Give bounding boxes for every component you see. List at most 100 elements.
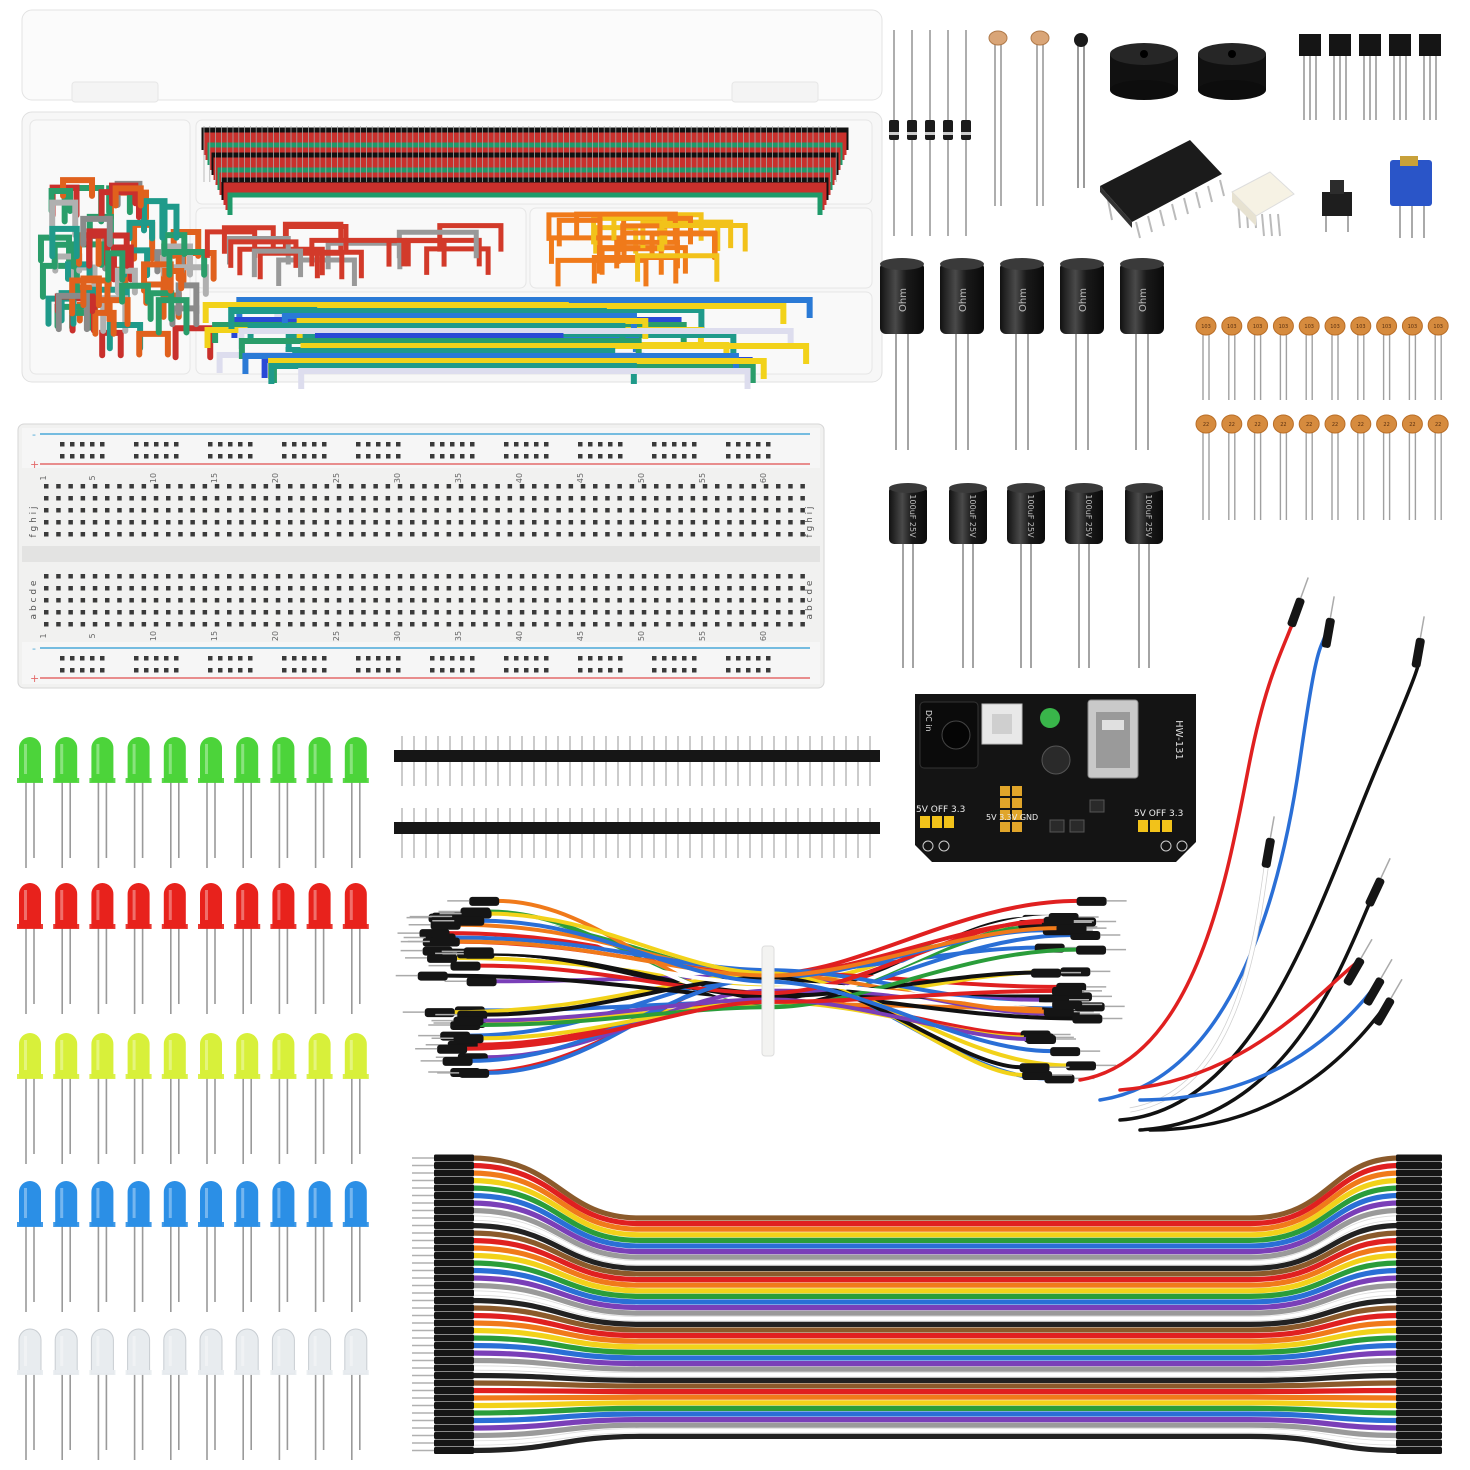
dupont-connector-left — [434, 1274, 474, 1282]
pin-header — [394, 822, 880, 834]
dupont-connector-left — [434, 1184, 474, 1192]
ribbon-wire — [469, 1433, 1401, 1454]
dupont-connector-left — [434, 1207, 474, 1214]
medium-jumper-wire — [314, 249, 364, 279]
long-jumper-wires — [1078, 577, 1425, 1132]
dupont-connector-right — [1396, 1432, 1442, 1439]
ceramic-capacitor — [1195, 316, 1217, 336]
cable-tie — [761, 945, 775, 1057]
capacitor-large — [1000, 262, 1044, 334]
dupont-connector-right — [1396, 1274, 1442, 1282]
breadboard-center-channel — [22, 546, 820, 562]
ribbon-wire — [469, 1357, 1401, 1372]
led-green — [19, 737, 41, 782]
dupont-connector-right — [1396, 1199, 1442, 1207]
header-pin — [1012, 810, 1022, 820]
medium-jumper-wire — [635, 253, 720, 282]
dupont-connector-right — [1396, 1304, 1442, 1312]
led-clear — [90, 1328, 114, 1375]
column-number: 15 — [210, 631, 219, 641]
short-jumper-wire — [55, 292, 90, 333]
dupont-connector-left — [434, 1424, 474, 1432]
ceramic-capacitor — [1298, 414, 1320, 434]
diode — [943, 120, 953, 140]
dc-in-label: DC in — [924, 710, 933, 732]
longest-jumper-wire — [242, 353, 739, 374]
led-red — [163, 883, 186, 928]
ceramic-code: 22 — [1435, 422, 1441, 428]
dupont-connector-left — [434, 1192, 474, 1199]
column-number: 40 — [515, 473, 524, 483]
dupont-connector-right — [1396, 1447, 1442, 1454]
column-number: 45 — [576, 473, 585, 483]
power-supply-module: HW-131 DC in 5V OFF 3.3 5V OFF 3.3 5V 3.… — [915, 694, 1196, 862]
dupont-connector-right — [1396, 1379, 1442, 1387]
diode — [961, 120, 971, 140]
dupont-connector-right — [1396, 1372, 1442, 1379]
capacitor-small — [1125, 486, 1163, 544]
ceramic-capacitors: 1032210322103221032210322103221032210322… — [1195, 316, 1449, 520]
led-green — [91, 737, 114, 782]
led-green — [308, 737, 331, 782]
capacitor-rating: 100uF 25V — [1084, 494, 1093, 538]
dupont-connector-left — [434, 1177, 474, 1184]
column-number: 55 — [698, 631, 707, 641]
dupont-connector-right — [1396, 1259, 1442, 1267]
led-blue — [163, 1181, 186, 1226]
ribbon-wire — [469, 1335, 1401, 1355]
dupont-connector-right — [1396, 1222, 1442, 1229]
ribbon-wire — [469, 1312, 1401, 1339]
male-male-jumper-bundle — [395, 896, 1127, 1084]
column-number: 10 — [149, 631, 158, 641]
led-blue — [344, 1181, 367, 1226]
dupont-connector-right — [1396, 1424, 1442, 1432]
led-green — [55, 737, 78, 782]
short-jumper-wire — [49, 199, 79, 239]
dupont-connector-left — [434, 1334, 474, 1342]
led-yellow — [91, 1033, 114, 1078]
led-yellow — [236, 1033, 259, 1078]
led-clear — [271, 1328, 295, 1375]
ceramic-code: 22 — [1409, 422, 1415, 428]
led-red — [127, 883, 150, 928]
breadboard-rail-bottom — [22, 642, 820, 684]
ribbon-wire — [469, 1222, 1401, 1271]
capacitor-rating: 100uF 25V — [968, 494, 977, 538]
ceramic-capacitor — [1195, 414, 1217, 434]
led-red — [308, 883, 331, 928]
jumper-pin — [932, 816, 942, 828]
ribbon-wire — [469, 1162, 1401, 1227]
led-yellow — [200, 1033, 222, 1078]
led-yellow — [19, 1033, 41, 1078]
column-number: 30 — [393, 631, 402, 641]
ceramic-code: 103 — [1382, 324, 1392, 330]
led-yellow — [308, 1033, 331, 1078]
short-jumper-wire — [110, 244, 134, 283]
column-number: 20 — [271, 631, 280, 641]
header-pin — [1012, 822, 1022, 832]
ribbon-wire — [469, 1400, 1401, 1409]
dupont-connector-right — [1396, 1387, 1442, 1394]
dupont-connector-right — [1396, 1184, 1442, 1192]
led-red — [236, 882, 259, 928]
medium-jumper-wire — [659, 223, 748, 252]
ribbon-wire — [469, 1342, 1401, 1361]
dupont-connector-right — [1396, 1192, 1442, 1199]
ceramic-code: 103 — [1408, 324, 1418, 330]
dupont-connector-right — [1396, 1312, 1442, 1319]
breadboard: 1155101015152020252530303535404045455050… — [17, 423, 825, 689]
ribbon-wire — [469, 1394, 1401, 1401]
dupont-connector-left — [434, 1312, 474, 1319]
ceramic-code: 103 — [1304, 324, 1314, 330]
optocoupler — [1231, 171, 1295, 237]
dupont-connector-left — [434, 1349, 474, 1357]
capacitor-small — [949, 486, 987, 544]
dupont-connector-right — [1396, 1402, 1442, 1409]
diode — [907, 120, 917, 140]
dupont-connector-left — [434, 1364, 474, 1372]
capacitor-large — [1120, 262, 1164, 334]
dupont-connector-right — [1396, 1169, 1442, 1177]
transistor — [1419, 34, 1441, 56]
capacitor-rating: 100uF 25V — [1144, 494, 1153, 538]
